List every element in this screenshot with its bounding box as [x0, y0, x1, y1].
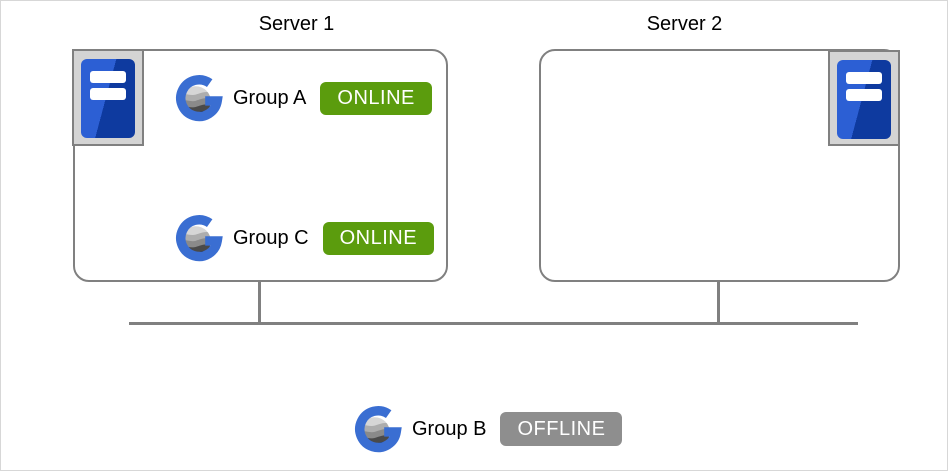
status-badge-offline: OFFLINE: [500, 412, 623, 446]
group-name-label: Group B: [412, 417, 487, 440]
network-bus-line: [129, 322, 858, 325]
server2-title: Server 2: [646, 13, 723, 35]
status-badge-online: ONLINE: [322, 221, 435, 255]
group-globe-icon: [351, 402, 405, 456]
server-tower-icon: [828, 50, 900, 146]
group-globe-icon: [172, 71, 226, 125]
group-row: Group C ONLINE: [172, 211, 435, 265]
server-slot-bar: [90, 88, 126, 100]
server1-title: Server 1: [258, 13, 335, 35]
server-slot-bar: [846, 72, 882, 84]
group-row: Group A ONLINE: [172, 71, 432, 125]
server-slot-bar: [846, 89, 882, 101]
status-badge-online: ONLINE: [320, 81, 432, 115]
server1-box: [73, 49, 448, 282]
server-tower-icon: [72, 49, 144, 146]
server-slot-bar: [90, 71, 126, 83]
group-row: Group B OFFLINE: [351, 402, 623, 456]
group-name-label: Group C: [233, 226, 309, 249]
group-name-label: Group A: [233, 86, 307, 109]
group-globe-icon: [172, 211, 226, 265]
server2-box: [539, 49, 900, 282]
connector-line-server1: [258, 282, 261, 324]
server-tower-body: [837, 60, 891, 139]
server-tower-body: [81, 59, 135, 138]
connector-line-server2: [717, 282, 720, 324]
